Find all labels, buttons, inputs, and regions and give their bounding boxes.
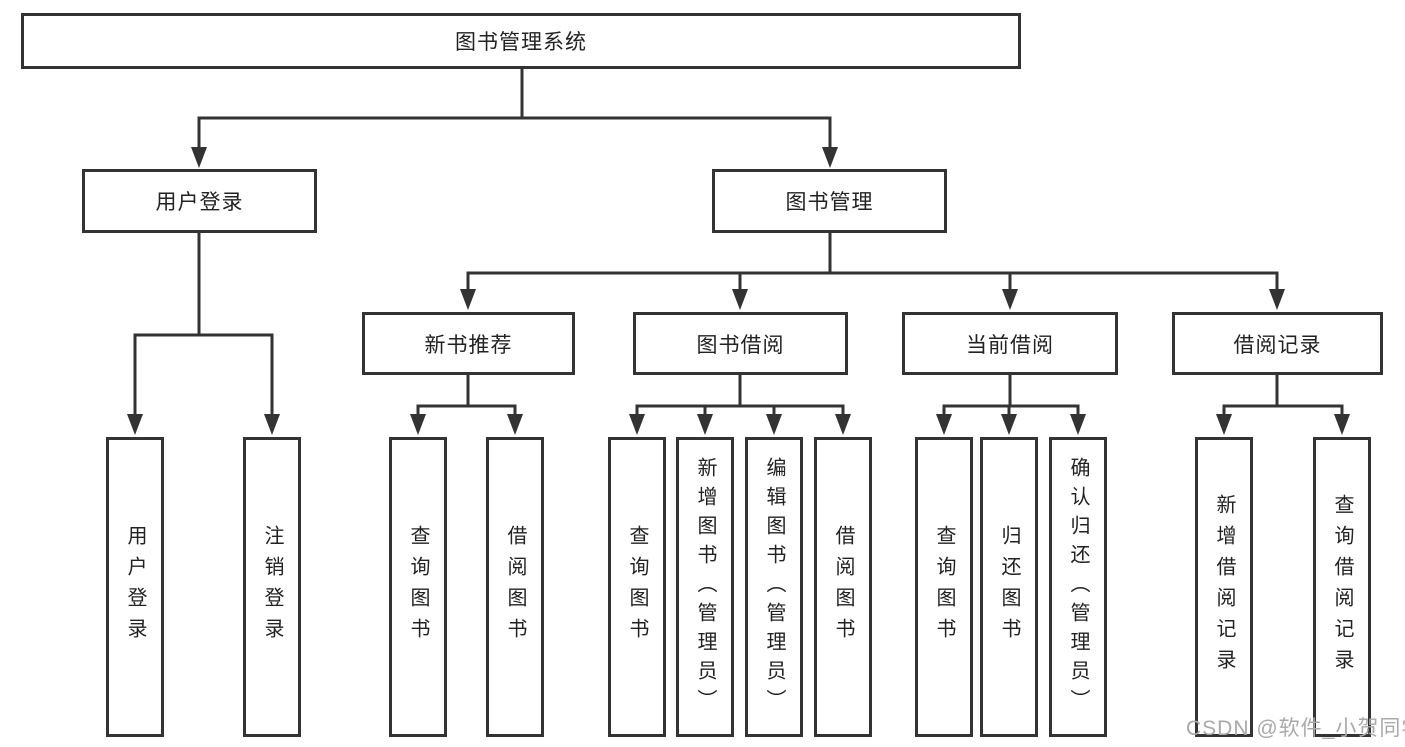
- arrow-down-icon: [766, 414, 782, 435]
- node-label: 查询图书: [933, 525, 955, 649]
- leaf-query-books-current: 查询图书: [915, 437, 973, 737]
- node-label: 用户登录: [124, 525, 146, 649]
- node-label: 借阅图书: [504, 525, 526, 649]
- node-label: 用户登录: [155, 191, 244, 214]
- leaf-query-borrow-record: 查询借阅记录: [1313, 437, 1371, 737]
- node-current-borrow: 当前借阅: [902, 312, 1118, 375]
- leaf-add-borrow-record: 新增借阅记录: [1195, 437, 1253, 737]
- node-label: 图书管理系统: [455, 31, 587, 54]
- leaf-return-books: 归还图书: [980, 437, 1038, 737]
- arrow-down-icon: [1334, 414, 1350, 435]
- leaf-query-books-borrow: 查询图书: [608, 437, 666, 737]
- node-label: 新书推荐: [424, 333, 513, 357]
- leaf-user-login: 用户登录: [106, 437, 164, 737]
- node-label: 新增借阅记录: [1213, 494, 1235, 680]
- arrow-down-icon: [127, 414, 143, 435]
- leaf-confirm-return-admin: 确认归还（管理员）: [1049, 437, 1107, 737]
- node-label: 归还图书: [998, 525, 1020, 649]
- node-label: 借阅记录: [1233, 333, 1322, 357]
- node-label: 确认归还（管理员）: [1067, 456, 1089, 718]
- node-label: 新增图书（管理员）: [694, 456, 716, 718]
- node-label: 查询图书: [626, 525, 648, 649]
- arrow-down-icon: [460, 289, 476, 310]
- leaf-borrow-books: 借阅图书: [814, 437, 872, 737]
- csdn-watermark: CSDN @软件_小贺同学: [1186, 717, 1405, 740]
- node-label: 图书管理: [785, 191, 874, 214]
- arrow-down-icon: [1002, 289, 1018, 310]
- arrow-down-icon: [936, 414, 952, 435]
- node-root-library-system: 图书管理系统: [21, 13, 1021, 69]
- arrow-down-icon: [835, 414, 851, 435]
- node-label: 借阅图书: [832, 525, 854, 649]
- arrow-down-icon: [697, 414, 713, 435]
- arrow-down-icon: [1070, 414, 1086, 435]
- arrow-down-icon: [822, 147, 838, 168]
- node-borrow-records: 借阅记录: [1172, 312, 1383, 375]
- node-new-book-recommend: 新书推荐: [362, 312, 575, 375]
- node-label: 查询借阅记录: [1331, 494, 1353, 680]
- arrow-down-icon: [1001, 414, 1017, 435]
- arrow-down-icon: [1269, 289, 1285, 310]
- leaf-borrow-books-recommend: 借阅图书: [486, 437, 544, 737]
- arrow-down-icon: [507, 414, 523, 435]
- leaf-edit-books-admin: 编辑图书（管理员）: [745, 437, 803, 737]
- leaf-add-books-admin: 新增图书（管理员）: [676, 437, 734, 737]
- leaf-logout: 注销登录: [243, 437, 301, 737]
- arrow-down-icon: [1216, 414, 1232, 435]
- node-user-login: 用户登录: [82, 169, 317, 233]
- arrow-down-icon: [191, 147, 207, 168]
- node-label: 注销登录: [261, 525, 283, 649]
- node-label: 编辑图书（管理员）: [763, 456, 785, 718]
- leaf-query-books-recommend: 查询图书: [389, 437, 447, 737]
- tree-connector-lines: [133, 67, 1344, 419]
- arrow-down-icon: [629, 414, 645, 435]
- node-label: 查询图书: [407, 525, 429, 649]
- arrow-down-icon: [410, 414, 426, 435]
- node-label: 当前借阅: [966, 333, 1054, 357]
- node-book-management: 图书管理: [712, 169, 947, 233]
- arrow-down-icon: [732, 289, 748, 310]
- arrow-down-icon: [264, 414, 280, 435]
- node-book-borrow: 图书借阅: [633, 312, 848, 375]
- arrowheads: [127, 147, 1350, 435]
- node-label: 图书借阅: [696, 333, 785, 357]
